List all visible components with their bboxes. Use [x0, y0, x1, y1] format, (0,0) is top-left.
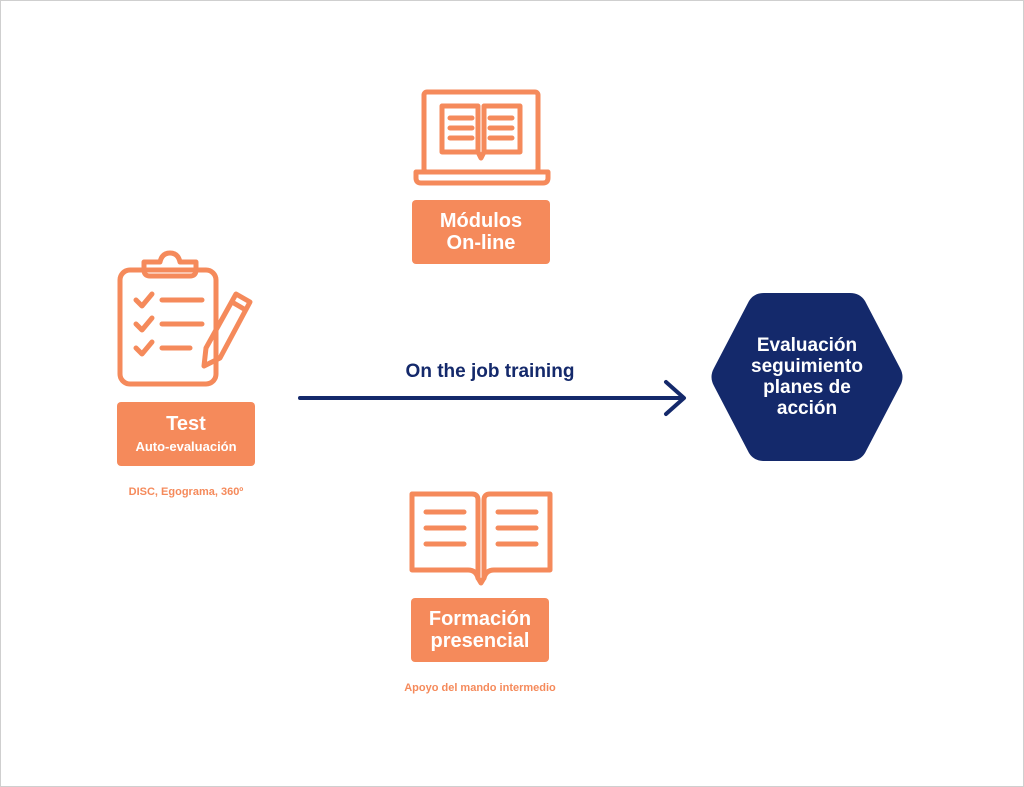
open-book-icon	[409, 491, 553, 586]
modules-online-title-line1: Módulos	[439, 210, 523, 232]
evaluation-hexagon	[711, 293, 903, 461]
test-badge: Test Auto-evaluación	[117, 402, 255, 466]
test-subtitle: Auto-evaluación	[135, 439, 237, 454]
formation-badge: Formación presencial	[411, 598, 549, 662]
arrow-right-icon	[298, 380, 686, 416]
formation-title-line1: Formación	[428, 608, 532, 630]
laptop-book-icon	[413, 89, 551, 186]
modules-online-title-line2: On-line	[446, 232, 516, 254]
clipboard-checklist-icon	[117, 250, 253, 387]
evaluation-label: Evaluación seguimiento planes de acción	[751, 335, 863, 419]
evaluation-label-container: Evaluación seguimiento planes de acción	[710, 290, 904, 464]
arrow-label: On the job training	[405, 361, 575, 382]
formation-caption: Apoyo del mando intermedio	[404, 682, 556, 694]
modules-online-badge: Módulos On-line	[412, 200, 550, 264]
formation-title-line2: presencial	[430, 630, 530, 652]
test-title: Test	[166, 413, 206, 435]
test-caption: DISC, Egograma, 360º	[128, 486, 244, 498]
